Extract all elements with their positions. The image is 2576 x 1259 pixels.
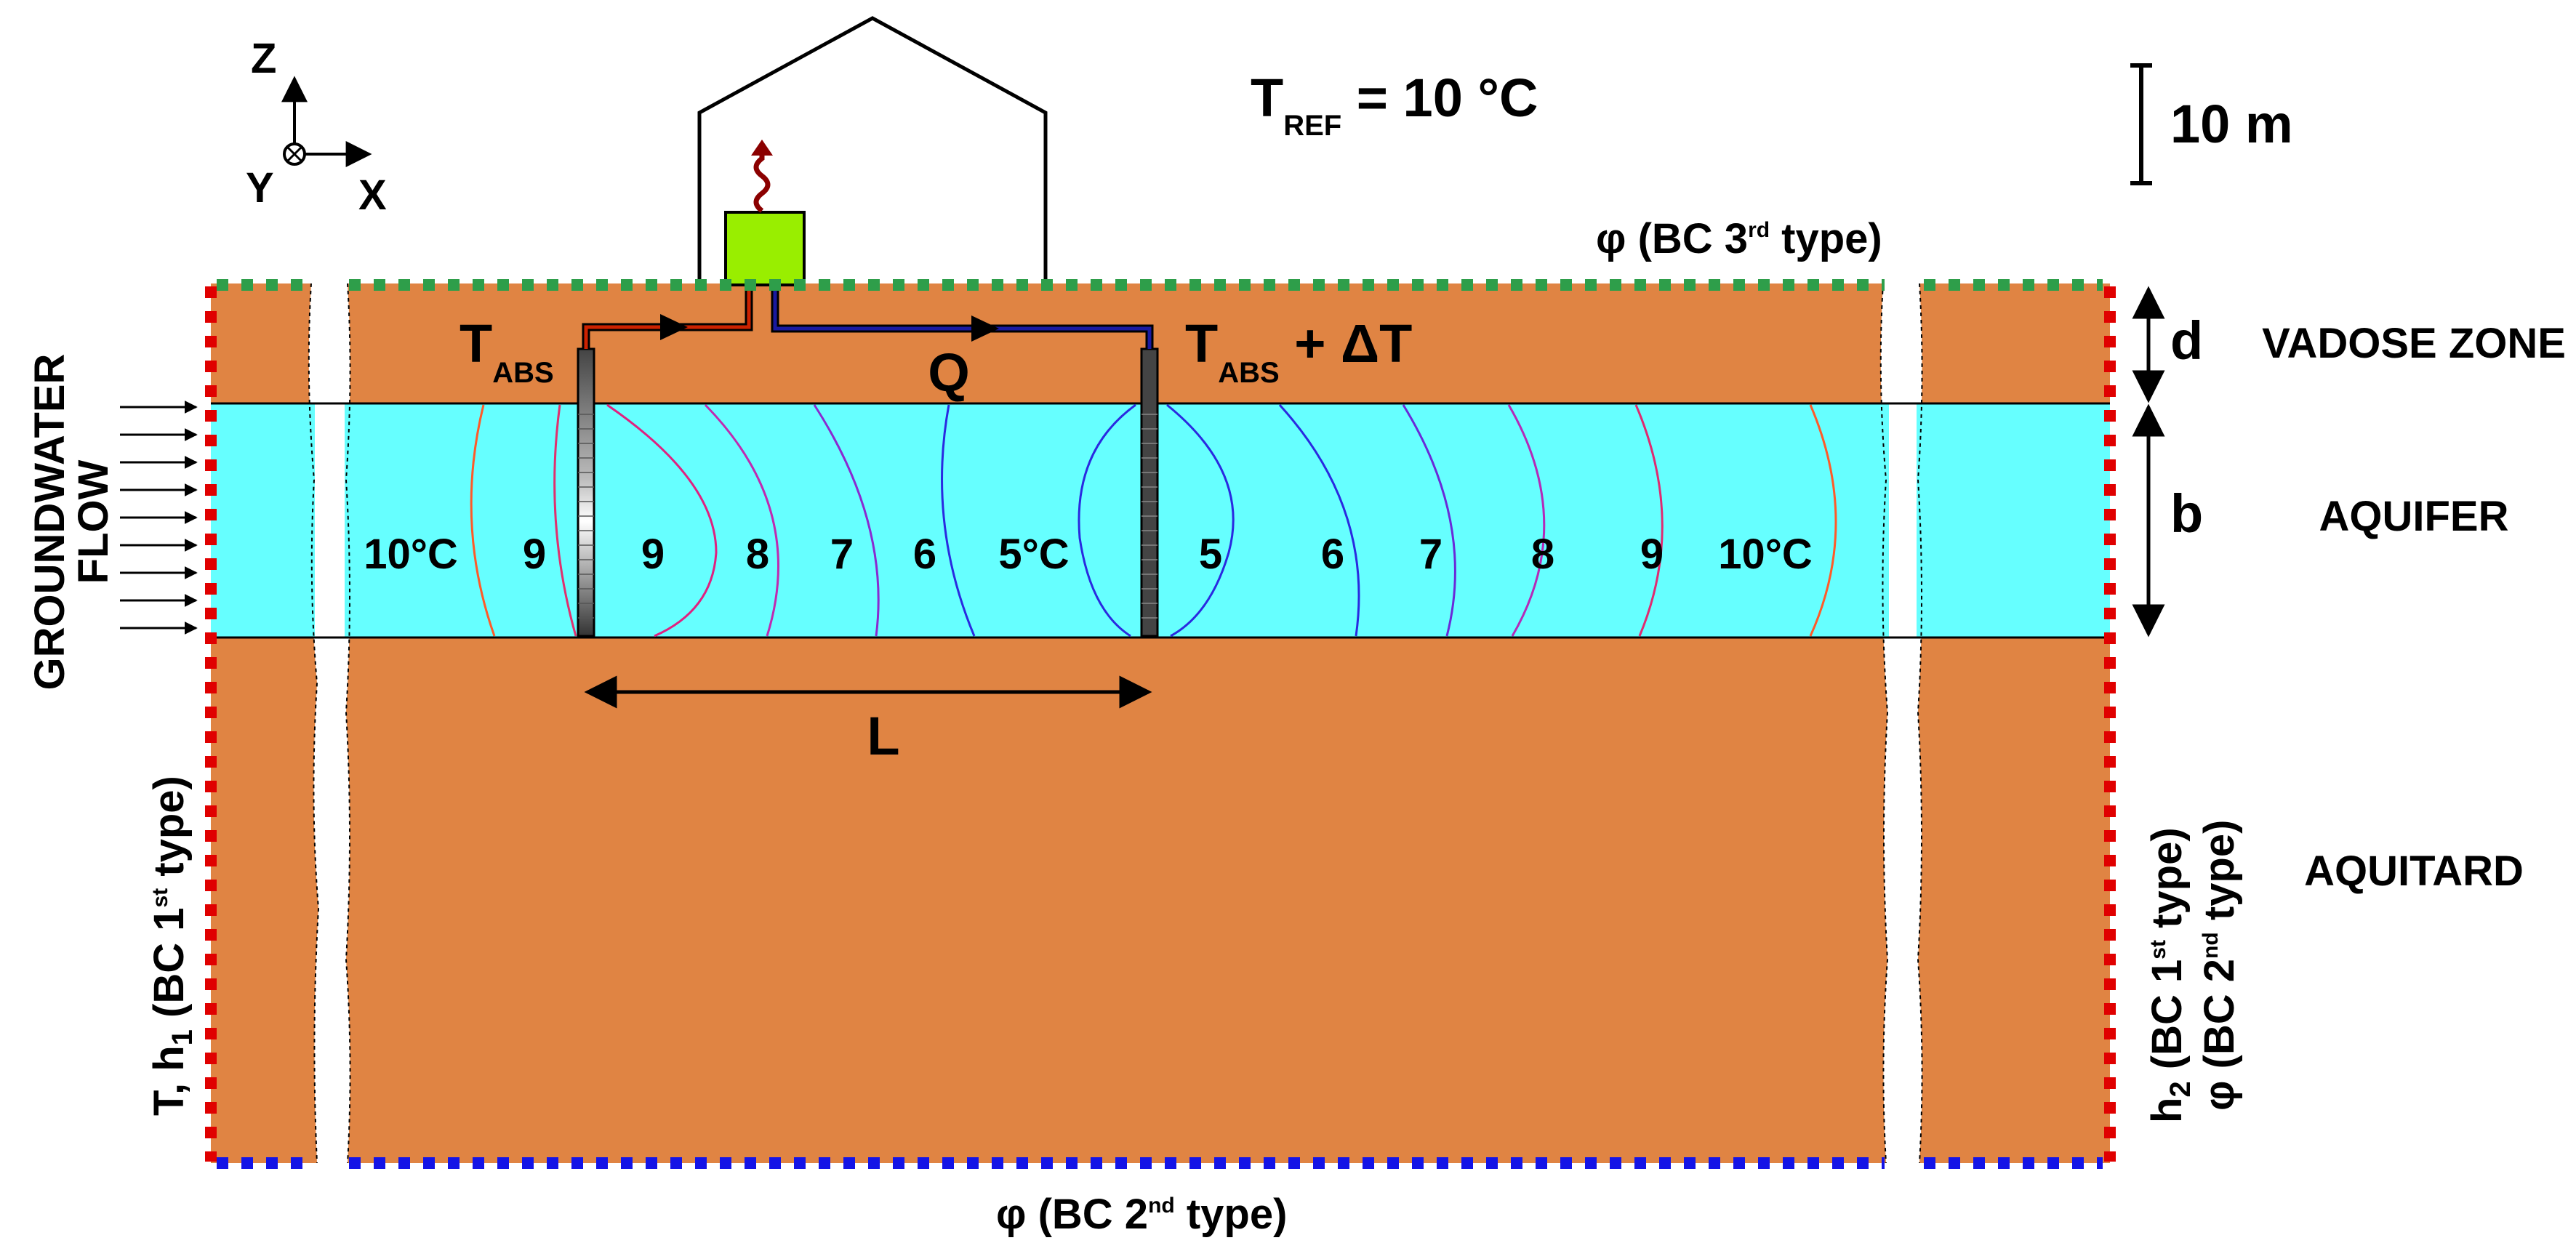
isotherm-label: 10°C <box>364 531 458 578</box>
isotherm-label: 9 <box>641 531 665 578</box>
isotherm-label: 7 <box>830 531 854 578</box>
right-bc-label-head: h2 (BC 1st type) <box>2143 827 2196 1123</box>
heat-release-arrow-icon <box>751 140 773 213</box>
isotherm-label: 9 <box>523 531 546 578</box>
cold-pipe <box>771 287 1154 349</box>
domain-breaks <box>308 283 1923 1164</box>
zone-aquifer-label: AQUIFER <box>2319 493 2509 540</box>
injection-well <box>1140 347 1159 637</box>
isotherm-label: 5 <box>1199 531 1222 578</box>
dimension-b: b <box>2132 403 2203 637</box>
axis-x-label: X <box>358 172 387 219</box>
dimension-d-label: d <box>2170 310 2203 371</box>
isotherm-label: 8 <box>746 531 769 578</box>
zone-vadose-label: VADOSE ZONE <box>2262 320 2566 367</box>
heat-pump-box <box>724 211 806 286</box>
groundwater-label: FLOW <box>70 459 117 584</box>
scale-bar-label: 10 m <box>2170 94 2293 154</box>
groundwater-label: GROUNDWATER <box>26 354 73 691</box>
isotherm-label: 6 <box>913 531 936 578</box>
isotherm-lines <box>470 403 1837 637</box>
zone-aquitard-label: AQUITARD <box>2304 848 2524 895</box>
isotherm-label: 7 <box>1419 531 1443 578</box>
scale-bar <box>2130 63 2152 185</box>
left-bc-label: T, h1 (BC 1st type) <box>145 776 198 1116</box>
isotherm-label: 8 <box>1531 531 1554 578</box>
axis-y-label: Y <box>246 164 274 212</box>
axis-z-label: Z <box>251 35 276 82</box>
isotherm-label: 10°C <box>1718 531 1813 578</box>
injection-temperature-label: TABS + ΔT <box>1185 313 1412 389</box>
reference-temperature: TREF = 10 °C <box>1251 68 1538 142</box>
dimension-d: d <box>2132 286 2203 403</box>
dimension-L: L <box>584 675 1152 766</box>
abstraction-temperature-label: TABS <box>460 313 554 389</box>
building-outline <box>697 16 1048 285</box>
flow-rate-label: Q <box>928 342 970 403</box>
axes-icon: Z Y X <box>246 35 387 219</box>
groundwater-flow-arrows <box>120 401 198 635</box>
hot-pipe <box>582 287 753 349</box>
isotherm-label: 6 <box>1321 531 1344 578</box>
bottom-bc-label: φ (BC 2nd type) <box>996 1191 1287 1238</box>
abstraction-well <box>577 347 595 637</box>
isotherm-label: 9 <box>1640 531 1664 578</box>
top-bc-label: φ (BC 3rd type) <box>1596 215 1882 262</box>
dimension-b-label: b <box>2170 483 2203 544</box>
dimension-L-label: L <box>867 706 899 766</box>
isotherm-labels: 10°C 9 9 8 7 6 5°C 5 6 7 8 9 10°C <box>364 531 1813 578</box>
isotherm-label: 5°C <box>998 531 1069 578</box>
aquifer-layer <box>211 402 2110 639</box>
right-bc-label-flux: φ (BC 2nd type) <box>2196 820 2243 1111</box>
